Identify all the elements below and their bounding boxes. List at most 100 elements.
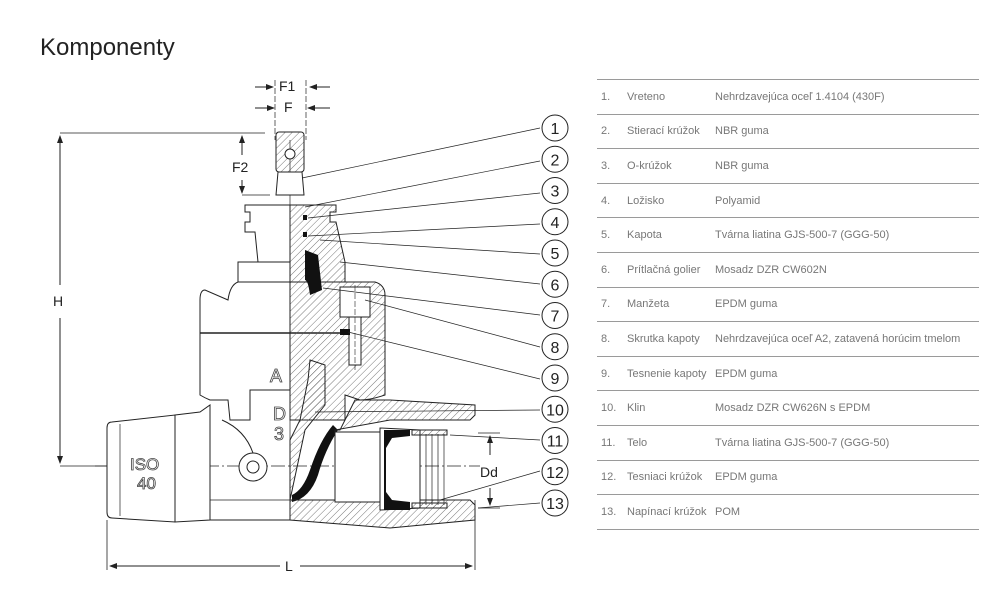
- component-number: 5.: [601, 229, 611, 242]
- component-number: 3.: [601, 159, 611, 172]
- callout-3: 3: [541, 177, 569, 204]
- component-name: Klin: [627, 402, 646, 415]
- component-material: Polyamid: [715, 194, 761, 207]
- valve-body-section: [289, 204, 476, 529]
- components-table: 1. Vreteno Nehrdzavejúca oceľ 1.4104 (430F…: [597, 79, 979, 530]
- callout-5: 5: [541, 239, 569, 267]
- callout-circle: [541, 208, 569, 236]
- callout-circle: [541, 364, 569, 392]
- component-material: POM: [715, 505, 741, 518]
- component-name: Kapota: [627, 229, 662, 242]
- component-row: 2. Stierací krúžok NBR guma: [597, 113, 979, 149]
- component-material: EPDM guma: [715, 367, 778, 380]
- callout-6: 6: [541, 270, 569, 298]
- body-marking-d: D: [273, 404, 286, 424]
- component-number: 13.: [601, 505, 617, 518]
- callout-number: 6: [551, 277, 560, 294]
- dim-label-f1: F1: [279, 78, 296, 94]
- dimension-h: [57, 132, 265, 467]
- callout-circle: [541, 239, 569, 267]
- component-material: EPDM guma: [715, 471, 778, 484]
- component-name: O-krúžok: [627, 159, 672, 172]
- callout-circle: [541, 114, 569, 142]
- component-row: 5. Kapota Tvárna liatina GJS-500-7 (GGG-50…: [597, 217, 979, 252]
- component-number: 9.: [601, 367, 611, 380]
- callout-number: 11: [547, 434, 564, 451]
- callout-number: 5: [551, 246, 560, 263]
- component-material: Tvárna liatina GJS-500-7 (GGG-50): [715, 229, 890, 242]
- manufacturer-logo-mark: A: [270, 366, 282, 386]
- dim-label-l: L: [285, 558, 293, 574]
- valve-body-exterior: [106, 131, 355, 523]
- component-name: Prítlačná golier: [627, 263, 701, 276]
- callout-11: 11: [541, 427, 569, 454]
- component-number: 10.: [601, 402, 617, 415]
- callout-number: 12: [546, 465, 564, 482]
- callout-circle: [541, 177, 569, 204]
- component-material: NBR guma: [715, 125, 769, 138]
- callout-4: 4: [541, 208, 569, 236]
- body-marking-3: 3: [274, 424, 284, 444]
- callout-7: 7: [541, 302, 569, 329]
- component-material: NBR guma: [715, 159, 769, 172]
- component-number: 1.: [601, 90, 611, 103]
- callout-number: 9: [551, 371, 560, 388]
- callout-1: 1: [541, 114, 569, 142]
- component-number: 11.: [601, 436, 616, 449]
- callout-circle: [541, 458, 569, 486]
- dimension-f1-f: [255, 80, 330, 140]
- dimension-l: [106, 500, 476, 570]
- component-material: EPDM guma: [715, 298, 778, 311]
- component-name: Stierací krúžok: [627, 125, 700, 138]
- component-name: Vreteno: [627, 90, 666, 103]
- callout-2: 2: [541, 145, 569, 173]
- component-number: 12.: [601, 471, 617, 484]
- callout-circle: [541, 302, 569, 329]
- dim-label-dd: Dd: [480, 464, 498, 480]
- component-row: 6. Prítlačná golier Mosadz DZR CW602N: [597, 251, 979, 287]
- callout-number: 3: [551, 184, 560, 201]
- component-number: 6.: [601, 263, 611, 276]
- callout-circle: [541, 395, 569, 423]
- callout-circle: [541, 427, 569, 454]
- page-title: Komponenty: [40, 34, 175, 62]
- callout-10: 10: [541, 395, 569, 423]
- component-material: Mosadz DZR CW626N s EPDM: [715, 402, 871, 415]
- component-material: Nehrdzavejúca oceľ A2, zatavená horúcim …: [715, 332, 961, 345]
- component-row: 13. Napínací krúžok POM: [597, 494, 979, 530]
- dimension-f2: [239, 135, 270, 196]
- dim-label-f2: F2: [232, 159, 249, 175]
- component-row: 12. Tesniaci krúžok EPDM guma: [597, 459, 979, 495]
- callout-circle: [541, 333, 569, 361]
- callout-circle: [541, 270, 569, 298]
- callout-13: 13: [541, 489, 569, 517]
- callout-number: 10: [546, 402, 564, 419]
- component-number: 8.: [601, 332, 611, 345]
- dim-label-h: H: [53, 293, 63, 309]
- component-material: Nehrdzavejúca oceľ 1.4104 (430F): [715, 90, 885, 103]
- component-number: 4.: [601, 194, 611, 207]
- component-name: Telo: [627, 436, 648, 449]
- iso-size-marking: 40: [137, 474, 156, 493]
- component-name: Napínací krúžok: [627, 505, 707, 518]
- callout-number: 7: [551, 309, 560, 326]
- callout-circle: [541, 145, 569, 173]
- callout-circle: [541, 489, 569, 517]
- component-row: 10. Klin Mosadz DZR CW626N s EPDM: [597, 390, 979, 425]
- component-name: Manžeta: [627, 298, 670, 311]
- callout-number: 4: [551, 215, 560, 232]
- dim-label-f: F: [284, 99, 293, 115]
- callout-number: 2: [551, 152, 560, 169]
- callout-9: 9: [541, 364, 569, 392]
- component-material: Mosadz DZR CW602N: [715, 263, 827, 276]
- component-number: 7.: [601, 298, 611, 311]
- component-row: 1. Vreteno Nehrdzavejúca oceľ 1.4104 (430F…: [597, 79, 979, 114]
- component-row: 7. Manžeta EPDM guma: [597, 286, 979, 322]
- component-name: Tesniaci krúžok: [627, 471, 703, 484]
- component-number: 2.: [601, 125, 611, 138]
- callout-number: 8: [551, 340, 560, 357]
